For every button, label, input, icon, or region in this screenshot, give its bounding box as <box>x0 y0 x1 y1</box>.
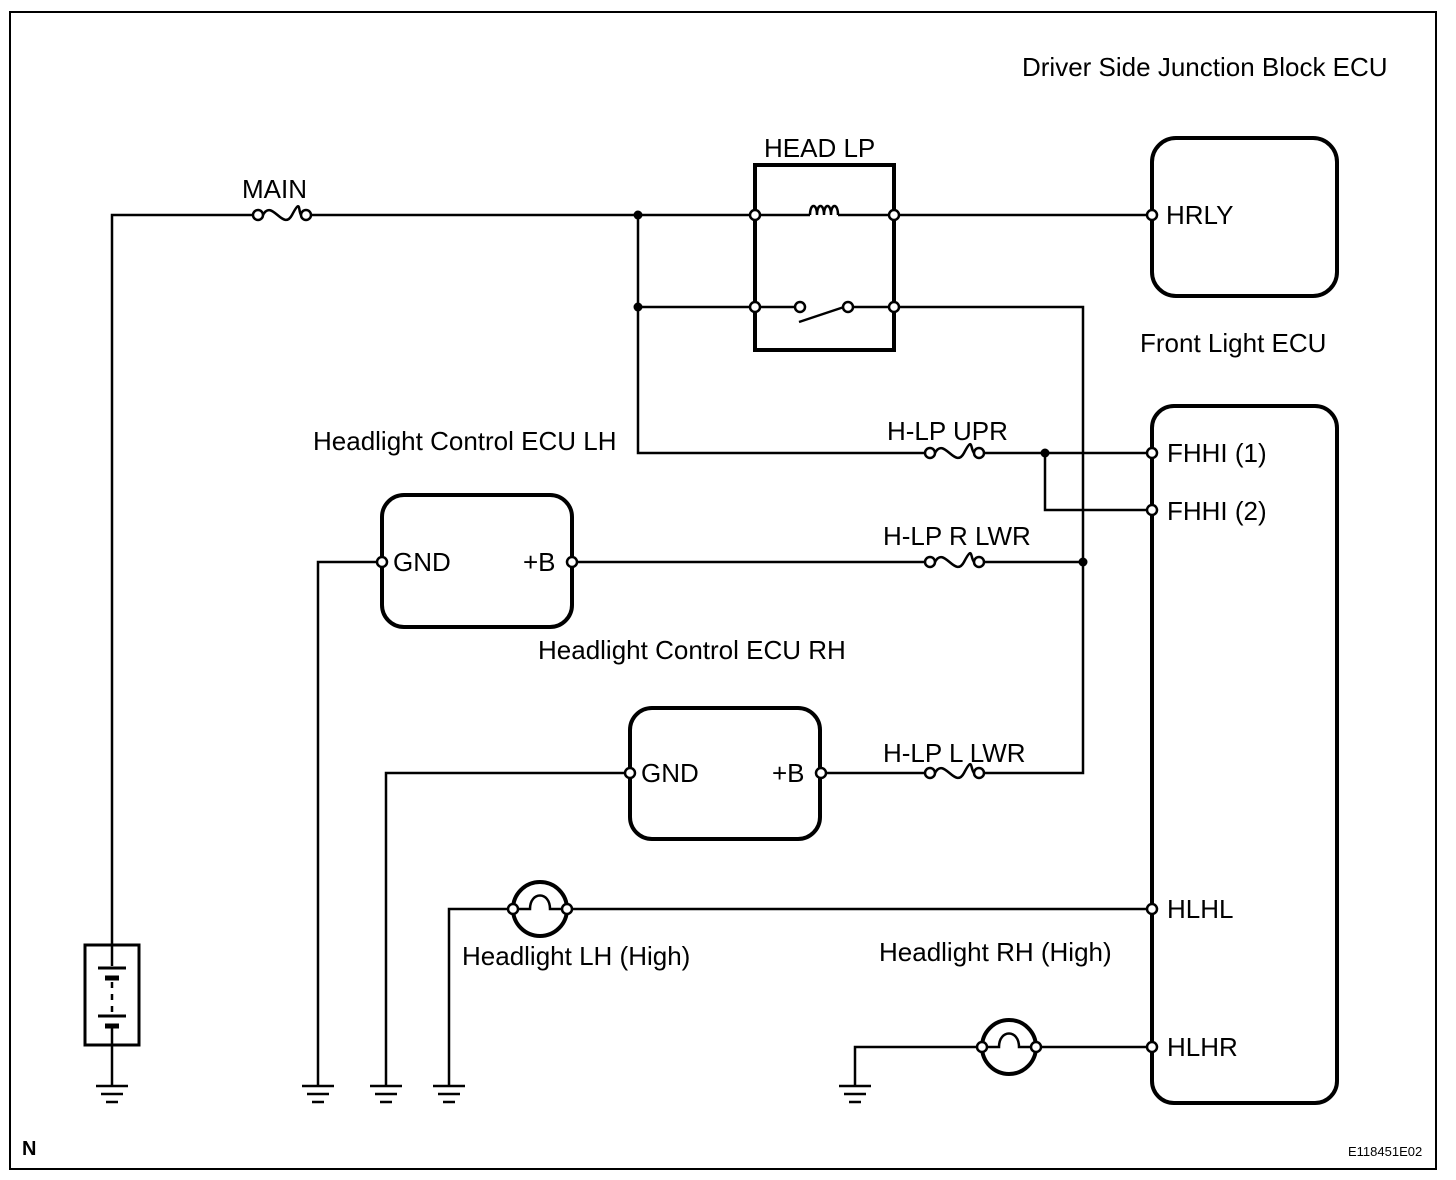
fuse-upr-label: H-LP UPR <box>887 416 1008 446</box>
figure-code-label: E118451E02 <box>1348 1144 1422 1159</box>
headlight-rh-label: Headlight RH (High) <box>879 937 1112 967</box>
diagram-border <box>9 11 1437 1170</box>
page-title: Driver Side Junction Block ECU <box>1022 52 1388 82</box>
fuse-h-lp-r-lwr <box>923 551 986 569</box>
hlhl-label: HLHL <box>1167 894 1233 924</box>
ecu-lh-gnd-label: GND <box>393 547 451 577</box>
fhhi-1-label: FHHI (1) <box>1167 438 1267 468</box>
fuse-main-label: MAIN <box>242 174 307 204</box>
battery-icon <box>83 943 141 1047</box>
corner-left-label: N <box>22 1138 36 1160</box>
ground-icon <box>96 1084 128 1104</box>
ground-icon <box>433 1084 465 1104</box>
wires <box>110 213 1152 1085</box>
junction-dots <box>633 210 1088 567</box>
front-light-ecu-label: Front Light ECU <box>1140 328 1326 358</box>
front-light-ecu-box <box>1150 404 1339 1105</box>
headlight-rh-bulb <box>975 1018 1043 1076</box>
relay-head-lp <box>748 163 901 352</box>
fuse-h-lp-l-lwr <box>923 762 986 780</box>
ground-icon <box>302 1084 334 1104</box>
fuse-r-lwr-label: H-LP R LWR <box>883 521 1031 551</box>
ecu-rh-b-label: +B <box>772 758 805 788</box>
hlhr-label: HLHR <box>1167 1032 1238 1062</box>
fhhi-2-label: FHHI (2) <box>1167 496 1267 526</box>
ecu-rh-gnd-label: GND <box>641 758 699 788</box>
relay-label: HEAD LP <box>764 133 875 163</box>
ground-icon <box>370 1084 402 1104</box>
fuse-l-lwr-label: H-LP L LWR <box>883 738 1026 768</box>
fuse-h-lp-upr <box>923 442 986 460</box>
headlight-control-ecu-lh-label: Headlight Control ECU LH <box>313 426 616 456</box>
headlight-lh-label: Headlight LH (High) <box>462 941 690 971</box>
headlight-lh-bulb <box>506 880 574 938</box>
fuse-main <box>251 204 313 222</box>
hrly-terminal-label: HRLY <box>1166 200 1233 230</box>
headlight-control-ecu-rh-label: Headlight Control ECU RH <box>538 635 846 665</box>
ground-icon <box>839 1084 871 1104</box>
ecu-lh-b-label: +B <box>523 547 556 577</box>
